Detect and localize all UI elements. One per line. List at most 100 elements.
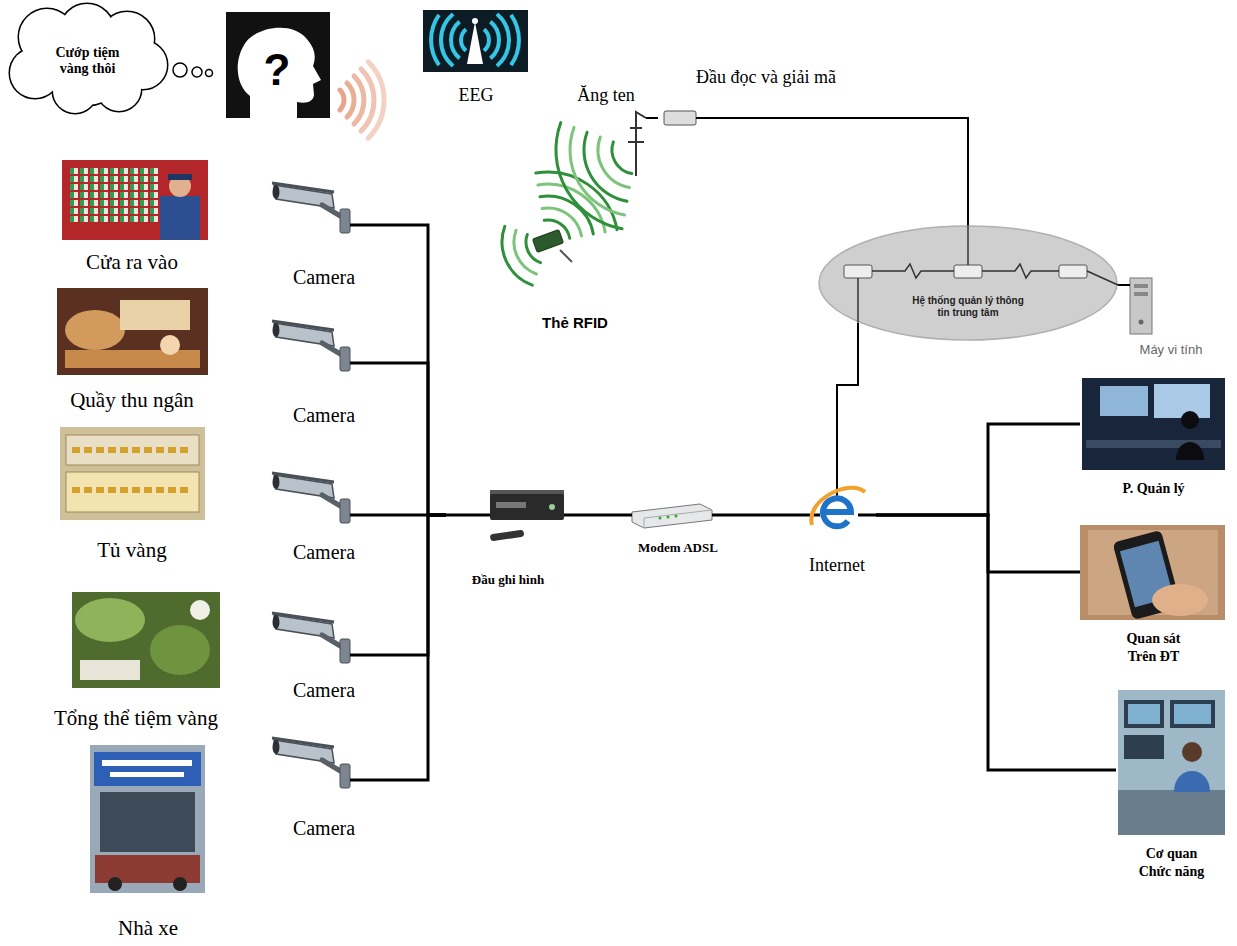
location-caption: Tủ vàng	[97, 538, 166, 562]
antenna: Ăng ten	[566, 84, 646, 176]
eeg-icon	[441, 14, 453, 66]
connector	[876, 515, 1080, 572]
location-photo	[65, 310, 125, 350]
computer-tower	[1134, 284, 1148, 288]
eeg-icon	[511, 15, 519, 65]
office-photo	[1176, 442, 1204, 460]
eeg-icon	[484, 29, 489, 50]
location-caption: Quầy thu ngân	[70, 388, 194, 412]
location-photo	[150, 625, 210, 675]
reader-device	[664, 111, 696, 125]
location-photo	[72, 450, 192, 490]
computer-tower	[1124, 284, 1130, 286]
location-photo	[160, 335, 180, 355]
thought-dots	[173, 63, 187, 77]
node-text: Hệ thống quản lý thông tin trung tâm	[912, 295, 1024, 319]
office-photo	[1181, 411, 1199, 429]
location-photo	[169, 175, 191, 197]
computer-tower	[1134, 292, 1148, 296]
camera: Camera	[270, 323, 378, 426]
video-recorder-icon	[446, 490, 570, 541]
location-caption: Quầy thu ngân	[70, 388, 194, 412]
adsl-modem: Modem ADSL	[618, 495, 738, 556]
rfid-waves	[502, 123, 632, 286]
connector	[888, 118, 968, 225]
network-link	[872, 264, 954, 278]
office-photo	[1082, 378, 1225, 470]
ellipse-outline	[818, 225, 1118, 341]
modem-icon	[618, 514, 738, 517]
eeg-icon	[431, 15, 439, 65]
connector	[378, 515, 446, 780]
eeg-icon	[431, 14, 519, 66]
camera: Camera	[270, 185, 378, 288]
brain-waves	[340, 62, 384, 138]
rfid-waves	[584, 132, 627, 201]
connector	[378, 225, 446, 515]
location-photo	[108, 877, 122, 891]
eeg-icon	[451, 22, 460, 59]
computer: Máy vi tính	[1124, 272, 1218, 358]
rfid-waves	[502, 226, 532, 285]
brain-waves	[354, 76, 364, 124]
modem-icon	[675, 515, 678, 518]
control-room-photo	[1124, 700, 1164, 728]
illustration	[272, 321, 378, 371]
illustration	[272, 613, 378, 663]
control-room-photo	[1118, 690, 1225, 835]
rfid-waves	[556, 123, 622, 229]
connector	[646, 117, 658, 119]
location-photo	[60, 427, 205, 520]
thinking-head	[226, 12, 330, 118]
reader-device	[664, 111, 888, 125]
connector	[876, 424, 1080, 515]
icon-caption: EEG	[459, 84, 494, 106]
location-caption: Nhà xe	[118, 916, 178, 940]
node-text: Cướp tiệm vàng thôi	[55, 45, 121, 77]
eeg-icon	[490, 22, 499, 59]
internet-icon	[798, 482, 876, 526]
node-text: Camera	[270, 404, 378, 426]
computer-tower	[1139, 320, 1144, 325]
location-photo	[168, 174, 192, 180]
node-text: Quan sát Trên ĐT	[1114, 630, 1194, 666]
thinking-head	[226, 12, 330, 118]
network-link	[982, 264, 1059, 278]
video-recorder: Đầu ghi hình	[446, 482, 570, 588]
connector	[1118, 284, 1124, 286]
antenna-icon	[636, 112, 646, 176]
internet-icon	[823, 498, 851, 526]
location-photo	[68, 168, 158, 224]
thinking-head	[238, 28, 321, 118]
location-photo	[120, 300, 190, 330]
connector	[570, 514, 618, 517]
office-photo	[1082, 378, 1225, 470]
rfid-waves	[514, 230, 536, 274]
control-room-photo	[1174, 771, 1210, 792]
node-text: Camera	[270, 541, 378, 563]
rfid-waves	[612, 142, 632, 174]
icon-caption: Thẻ RFID	[542, 314, 608, 332]
connector	[378, 363, 446, 515]
rfid-reader: Đầu đọc và giải mã	[658, 66, 888, 128]
location-photo	[62, 160, 208, 240]
question-mark: ?	[264, 46, 291, 94]
location-photo	[75, 598, 145, 642]
node-text: Máy vi tính	[1124, 342, 1218, 358]
icon-caption: EEG	[459, 84, 494, 106]
management-room: P. Quản lý	[1080, 378, 1227, 498]
thought-dots	[173, 63, 213, 77]
thought-dots	[206, 70, 213, 77]
control-room-photo	[1118, 690, 1225, 835]
rfid-card	[532, 230, 563, 253]
office-photo	[1100, 386, 1148, 416]
brain-waves	[340, 90, 344, 110]
reader-device	[696, 117, 888, 119]
eeg-icon	[461, 29, 466, 50]
location-caption: Cửa ra vào	[86, 250, 178, 274]
location-photo	[62, 160, 208, 240]
network-device	[844, 265, 872, 278]
control-room-photo	[1174, 704, 1211, 724]
node-text: Internet	[798, 554, 876, 576]
